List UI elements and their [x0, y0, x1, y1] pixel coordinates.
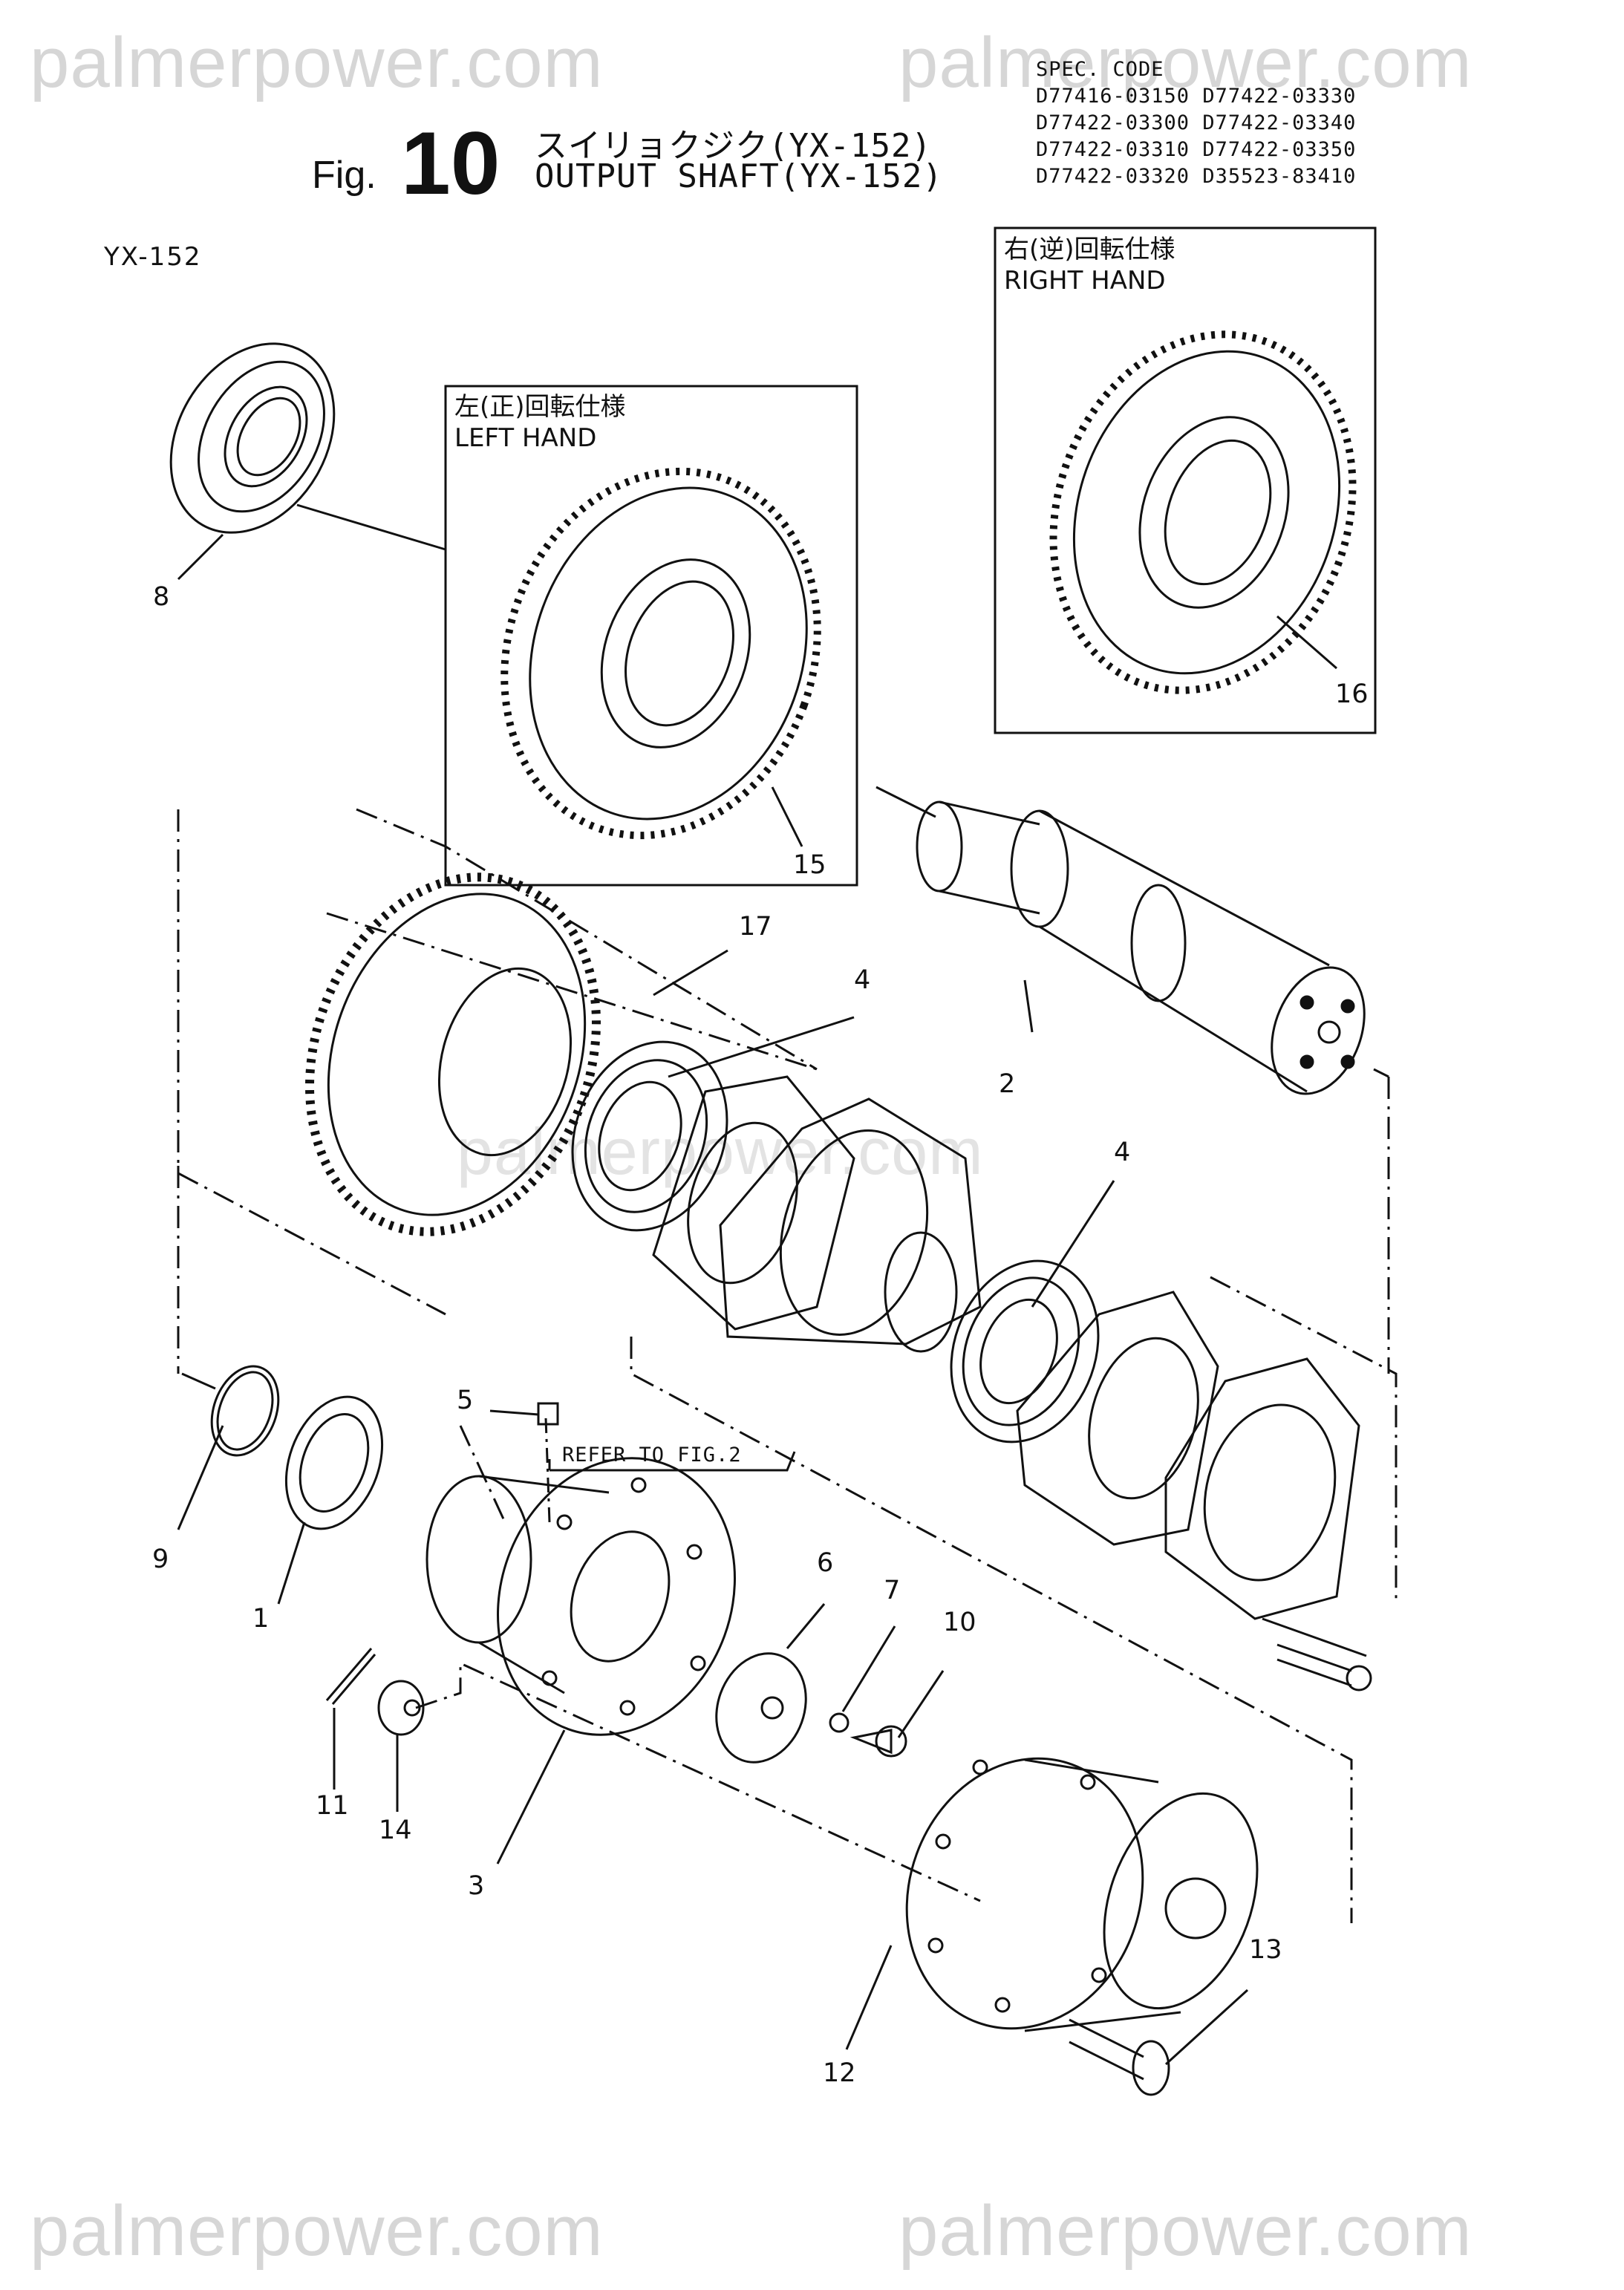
o-ring-part-9 — [210, 1365, 280, 1457]
spec-code-row: D77422-03310 D77422-03350 — [1036, 138, 1357, 161]
gear-part-15 — [500, 467, 821, 840]
watermark-bottom-left: palmerpower.com — [30, 2191, 604, 2271]
left-hand-jp: 左(正)回転仕様 — [454, 392, 626, 422]
oil-seal-part-1 — [284, 1395, 384, 1530]
part-label-9: 9 — [152, 1544, 169, 1574]
model-label: YX-152 — [104, 242, 202, 272]
title-en: OUTPUT SHAFT(YX-152) — [535, 157, 943, 195]
watermark-middle: palmerpower.com — [457, 1115, 984, 1188]
spec-code-row: D77422-03300 D77422-03340 — [1036, 111, 1357, 134]
bearing-part-8 — [169, 342, 336, 534]
part-label-15: 15 — [793, 850, 826, 880]
gear-part-16 — [1049, 330, 1357, 694]
flange-yoke-part-12 — [905, 1757, 1259, 2032]
part-label-4-upper: 4 — [854, 965, 871, 995]
part-label-16: 16 — [1335, 679, 1369, 709]
end-cover — [1164, 1357, 1360, 1620]
bolt-part-13 — [1069, 2018, 1144, 2081]
bearing-part-4-lower — [950, 1259, 1100, 1444]
watermark-bottom-right: palmerpower.com — [899, 2191, 1473, 2271]
right-hand-box — [994, 226, 1377, 734]
refer-note: REFER TO FIG.2 — [562, 1444, 742, 1467]
part-label-4-lower: 4 — [1114, 1138, 1131, 1167]
part-label-2: 2 — [999, 1069, 1016, 1099]
part-label-17: 17 — [739, 912, 772, 942]
shaft-part-2 — [916, 800, 1366, 1095]
watermark-top-right: palmerpower.com — [899, 23, 1473, 102]
left-hand-box — [444, 385, 858, 887]
part-label-11: 11 — [316, 1791, 349, 1821]
castle-nut-part-14 — [377, 1680, 425, 1736]
lock-washer-part-7 — [829, 1712, 849, 1733]
right-hand-jp: 右(逆)回転仕様 — [1004, 235, 1175, 264]
fig-prefix: Fig. — [312, 154, 376, 197]
spec-code-row: D77416-03150 D77422-03330 — [1036, 85, 1357, 108]
cotter-pin-part-11 — [325, 1648, 376, 1705]
spec-code-row: D77422-03320 D35523-83410 — [1036, 165, 1357, 188]
part-label-3: 3 — [468, 1871, 485, 1901]
right-hand-en: RIGHT HAND — [1004, 266, 1166, 296]
washer-part-6 — [715, 1652, 807, 1764]
spec-heading: SPEC. CODE — [1036, 58, 1164, 81]
part-label-14: 14 — [379, 1816, 412, 1845]
part-label-5: 5 — [457, 1386, 474, 1415]
part-label-12: 12 — [823, 2058, 856, 2088]
bolt-part-10 — [849, 1729, 893, 1755]
left-hand-en: LEFT HAND — [454, 423, 597, 453]
gasket-plate-2 — [1016, 1291, 1219, 1546]
gasket-plate — [652, 1075, 855, 1331]
bearing-housing — [719, 1097, 982, 1345]
part-label-1: 1 — [252, 1604, 270, 1634]
plug-part-5 — [537, 1402, 559, 1426]
flange-part-3 — [425, 1457, 736, 1736]
part-label-13: 13 — [1249, 1935, 1282, 1965]
title-jp: スイリョクジク(YX-152) — [535, 127, 932, 165]
bearing-part-4-upper — [571, 1040, 728, 1232]
part-label-10: 10 — [943, 1608, 976, 1637]
part-label-7: 7 — [884, 1576, 901, 1605]
gear-part-17 — [305, 872, 601, 1236]
part-label-8: 8 — [153, 582, 170, 612]
part-label-6: 6 — [817, 1548, 834, 1578]
fig-number: 10 — [401, 114, 500, 213]
watermark-top-left: palmerpower.com — [30, 23, 604, 102]
